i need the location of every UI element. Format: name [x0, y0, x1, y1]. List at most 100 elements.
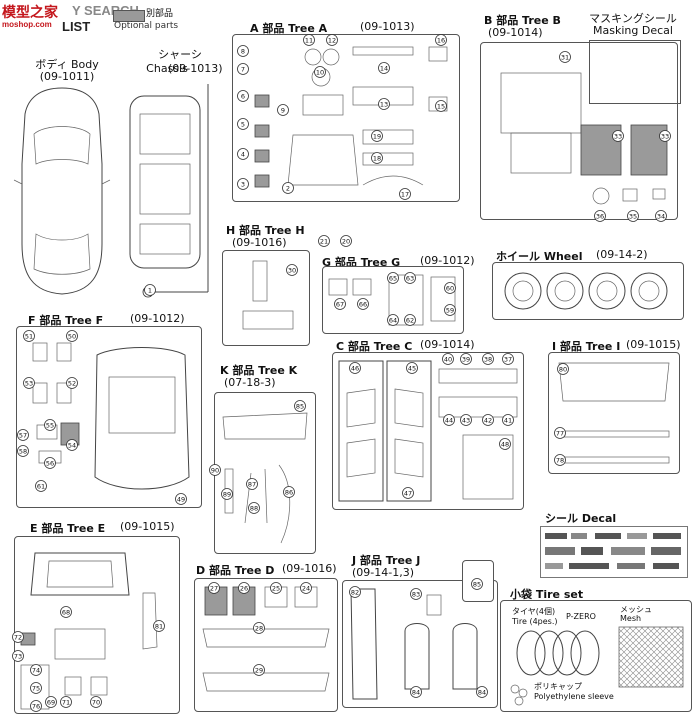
part-number-g-67: 67: [334, 298, 346, 310]
part-number-c-46: 46: [349, 362, 361, 374]
svg-text:26: 26: [240, 584, 248, 592]
part-number-h-20: 20: [340, 235, 352, 247]
part-number-c-45: 45: [406, 362, 418, 374]
svg-text:64: 64: [389, 316, 397, 324]
part-number-b-33: 33: [659, 130, 671, 142]
tire-label-en: Tire (4pes.): [512, 617, 558, 626]
part-number-k-89: 89: [221, 488, 233, 500]
masking-decal-sheet: [589, 40, 681, 104]
svg-text:7: 7: [241, 65, 245, 73]
sleeve-label-jp: ポリキャップ: [534, 682, 582, 691]
part-number-f-61: 61: [35, 480, 47, 492]
svg-text:72: 72: [14, 633, 22, 641]
tree-body-title: ボディ Body: [35, 58, 99, 71]
part-number-k-86: 86: [283, 486, 295, 498]
tireset-title: 小袋 Tire set: [510, 588, 584, 601]
part-number-chassis-5: 5: [237, 118, 249, 130]
legend-optional-jp: 別部品: [146, 9, 174, 19]
tree-f-parts: [32, 342, 190, 490]
part-number-i-80: 80: [557, 363, 569, 375]
svg-text:81: 81: [155, 622, 163, 630]
svg-text:36: 36: [596, 212, 604, 220]
tree-j-title: J 部品 Tree J: [352, 554, 421, 567]
tree-a-title: A 部品 Tree A: [250, 22, 328, 35]
wheel-code: (09-14-2): [596, 248, 648, 261]
part-number-j-85: 85: [471, 578, 483, 590]
tree-j-parts: [350, 588, 478, 700]
tree-b-frame: [480, 42, 678, 220]
part-number-chassis-3: 3: [237, 178, 249, 190]
svg-text:90: 90: [211, 466, 219, 474]
part-number-d-28: 28: [253, 622, 265, 634]
part-number-a-12: 12: [326, 34, 338, 46]
part-number-c-41: 41: [502, 414, 514, 426]
svg-text:34: 34: [657, 212, 665, 220]
svg-text:21: 21: [320, 237, 328, 245]
tree-body-code: (09-1011): [39, 70, 95, 83]
svg-text:76: 76: [32, 702, 40, 710]
part-number-b-36: 36: [594, 210, 606, 222]
svg-text:49: 49: [177, 495, 185, 503]
masking-decal-title: Masking Decal: [593, 24, 673, 37]
part-number-d-24: 24: [300, 582, 312, 594]
svg-text:75: 75: [32, 684, 40, 692]
svg-text:41: 41: [504, 416, 512, 424]
part-number-j-84: 84: [410, 686, 422, 698]
part-number-c-43: 43: [460, 414, 472, 426]
part-number-a-11: 11: [303, 34, 315, 46]
part-number-f-53: 53: [23, 377, 35, 389]
part-number-c-38: 38: [482, 353, 494, 365]
decal-title: シール Decal: [545, 512, 617, 525]
part-number-c-39: 39: [460, 353, 472, 365]
svg-text:88: 88: [250, 504, 258, 512]
legend-optional-en: Optional parts: [114, 21, 179, 31]
svg-text:78: 78: [556, 456, 564, 464]
part-number-f-54: 54: [66, 439, 78, 451]
part-number-f-57: 57: [17, 429, 29, 441]
part-number-e-70: 70: [90, 696, 102, 708]
svg-text:42: 42: [484, 416, 492, 424]
svg-text:63: 63: [406, 274, 414, 282]
svg-text:25: 25: [272, 584, 280, 592]
part-number-g-65: 65: [387, 272, 399, 284]
part-number-chassis-9: 9: [277, 104, 289, 116]
part-number-c-42: 42: [482, 414, 494, 426]
svg-text:45: 45: [408, 364, 416, 372]
part-number-c-40: 40: [442, 353, 454, 365]
part-number-e-75: 75: [30, 682, 42, 694]
tree-k-title: K 部品 Tree K: [220, 364, 298, 377]
svg-text:40: 40: [444, 355, 452, 363]
part-number-g-63: 63: [404, 272, 416, 284]
svg-text:77: 77: [556, 429, 564, 437]
tree-chassis-title: Chassis: [146, 62, 188, 75]
part-number-k-85: 85: [294, 400, 306, 412]
masking-decal-jp: マスキングシール: [589, 12, 677, 25]
part-number-f-58: 58: [17, 445, 29, 457]
svg-text:1: 1: [148, 286, 152, 294]
tree-h-title: H 部品 Tree H: [226, 224, 305, 237]
part-number-a-19: 19: [371, 130, 383, 142]
tree-d-title: D 部品 Tree D: [196, 564, 275, 577]
tree-h-parts: [242, 260, 294, 330]
wheel-title: ホイール Wheel: [496, 250, 583, 263]
part-number-d-27: 27: [208, 582, 220, 594]
sleeve-label-en: Polyethylene sleeve: [534, 692, 614, 701]
sheet-title-sub: LIST: [62, 19, 91, 34]
part-number-c-47: 47: [402, 487, 414, 499]
part-number-c-37: 37: [502, 353, 514, 365]
svg-text:2: 2: [286, 184, 290, 192]
tireset-parts: [510, 626, 684, 706]
part-number-k-88: 88: [248, 502, 260, 514]
svg-text:27: 27: [210, 584, 218, 592]
part-number-f-51: 51: [23, 330, 35, 342]
tree-f-code: (09-1012): [130, 312, 185, 325]
svg-text:24: 24: [302, 584, 310, 592]
svg-text:50: 50: [68, 332, 76, 340]
part-number-e-68: 68: [60, 606, 72, 618]
part-number-e-81: 81: [153, 620, 165, 632]
svg-text:70: 70: [92, 698, 100, 706]
svg-text:55: 55: [46, 421, 54, 429]
svg-text:15: 15: [437, 102, 445, 110]
svg-text:82: 82: [351, 588, 359, 596]
